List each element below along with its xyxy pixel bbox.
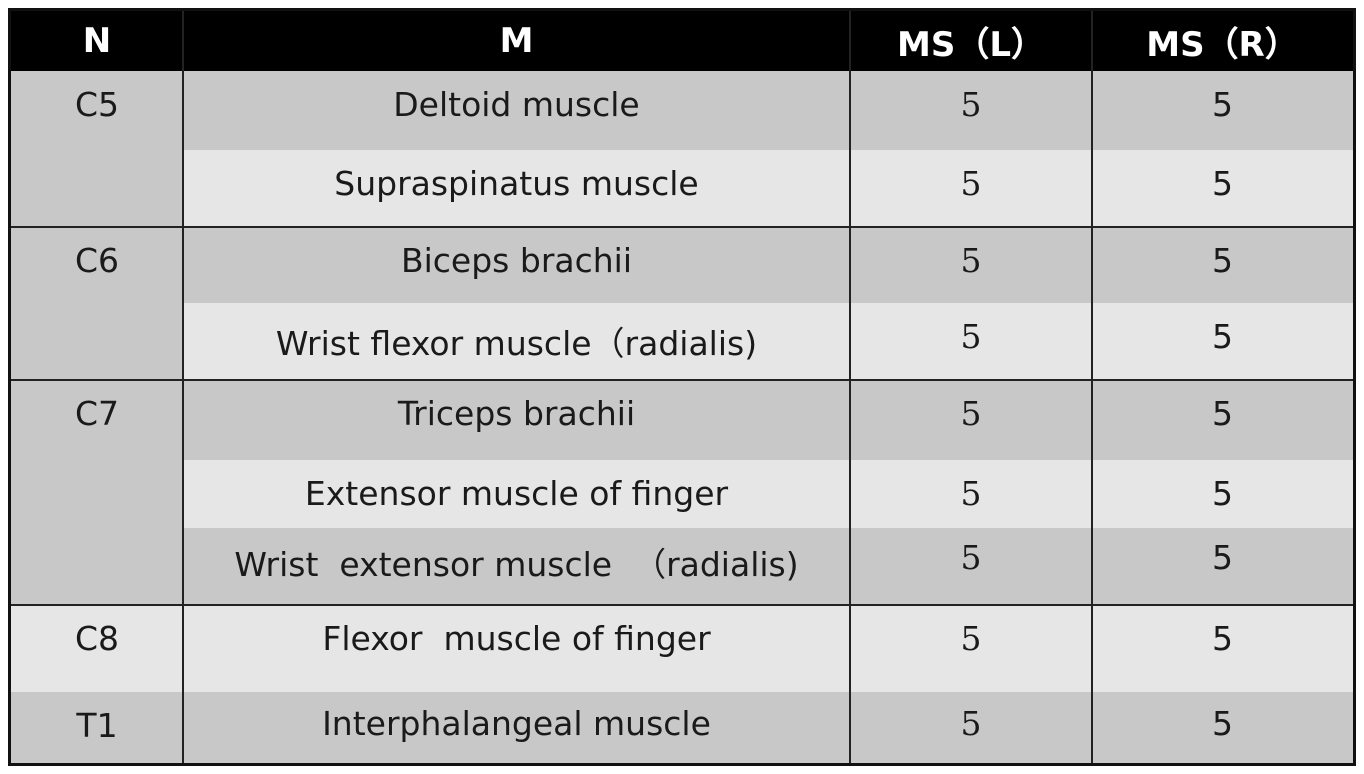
muscle-cell: Wrist flexor muscle（radialis) xyxy=(183,303,850,380)
muscle-cell: Extensor muscle of finger xyxy=(183,460,850,528)
muscle-strength-table: N M MS（L） MS（R） C5 C6 C7 C8 T1 Deltoid m… xyxy=(8,8,1356,766)
ms-right-cell: 5 xyxy=(1092,303,1353,380)
ms-left-cell: 5 xyxy=(850,303,1092,380)
nerve-cell-c7: C7 xyxy=(11,380,183,605)
header-ms-left: MS（L） xyxy=(850,11,1092,71)
column-divider xyxy=(849,11,851,763)
ms-right-cell: 5 xyxy=(1092,528,1353,605)
muscle-cell: Wrist extensor muscle （radialis) xyxy=(183,528,850,605)
ms-left-cell: 5 xyxy=(850,460,1092,528)
ms-left-cell: 5 xyxy=(850,227,1092,303)
ms-left-cell: 5 xyxy=(850,528,1092,605)
column-divider xyxy=(1091,11,1093,763)
muscle-cell: Supraspinatus muscle xyxy=(183,150,850,227)
ms-right-cell: 5 xyxy=(1092,227,1353,303)
header-m: M xyxy=(183,11,850,71)
ms-right-cell: 5 xyxy=(1092,71,1353,150)
ms-left-cell: 5 xyxy=(850,692,1092,763)
ms-right-cell: 5 xyxy=(1092,460,1353,528)
muscle-cell: Interphalangeal muscle xyxy=(183,692,850,763)
ms-right-cell: 5 xyxy=(1092,150,1353,227)
ms-left-cell: 5 xyxy=(850,380,1092,460)
group-divider xyxy=(11,604,1353,606)
group-divider xyxy=(11,226,1353,228)
group-divider xyxy=(11,379,1353,381)
header-ms-right: MS（R） xyxy=(1092,11,1353,71)
ms-right-cell: 5 xyxy=(1092,692,1353,763)
muscle-cell: Triceps brachii xyxy=(183,380,850,460)
ms-right-cell: 5 xyxy=(1092,380,1353,460)
ms-left-cell: 5 xyxy=(850,605,1092,692)
nerve-cell-c5: C5 xyxy=(11,71,183,227)
nerve-cell-c8: C8 xyxy=(11,605,183,692)
nerve-cell-t1: T1 xyxy=(11,692,183,763)
ms-left-cell: 5 xyxy=(850,71,1092,150)
header-n: N xyxy=(11,11,183,71)
ms-right-cell: 5 xyxy=(1092,605,1353,692)
muscle-cell: Flexor muscle of finger xyxy=(183,605,850,692)
muscle-cell: Deltoid muscle xyxy=(183,71,850,150)
column-divider xyxy=(182,11,184,763)
ms-left-cell: 5 xyxy=(850,150,1092,227)
muscle-cell: Biceps brachii xyxy=(183,227,850,303)
nerve-cell-c6: C6 xyxy=(11,227,183,380)
